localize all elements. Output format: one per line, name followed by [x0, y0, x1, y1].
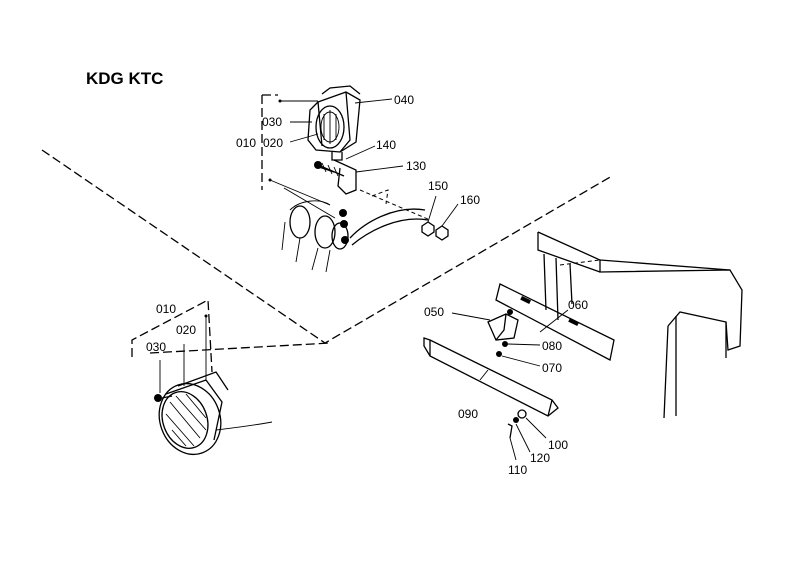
label-070: 070	[542, 361, 562, 375]
label-060: 060	[568, 298, 588, 312]
tractor-outline	[41, 149, 613, 354]
work-lamp-assembly	[261, 85, 459, 273]
label-150: 150	[428, 179, 448, 193]
round-lamp-assembly	[131, 298, 273, 456]
label-020: 020	[263, 136, 283, 150]
label-130: 130	[406, 159, 426, 173]
label-020-lamp: 020	[176, 323, 196, 337]
label-030-lamp: 030	[146, 340, 166, 354]
label-010: 010	[236, 136, 256, 150]
label-080: 080	[542, 339, 562, 353]
license-lamp-assembly	[423, 283, 615, 461]
diagram-title: KDG KTC	[86, 69, 163, 88]
label-010-lamp: 010	[156, 302, 176, 316]
label-040: 040	[394, 93, 414, 107]
label-100: 100	[548, 438, 568, 452]
label-160: 160	[460, 193, 480, 207]
label-120: 120	[530, 451, 550, 465]
label-110: 110	[508, 463, 527, 477]
label-090: 090	[458, 407, 478, 421]
label-140: 140	[376, 138, 396, 152]
label-050: 050	[424, 305, 444, 319]
fender-assembly	[537, 231, 743, 419]
label-030: 030	[262, 115, 282, 129]
